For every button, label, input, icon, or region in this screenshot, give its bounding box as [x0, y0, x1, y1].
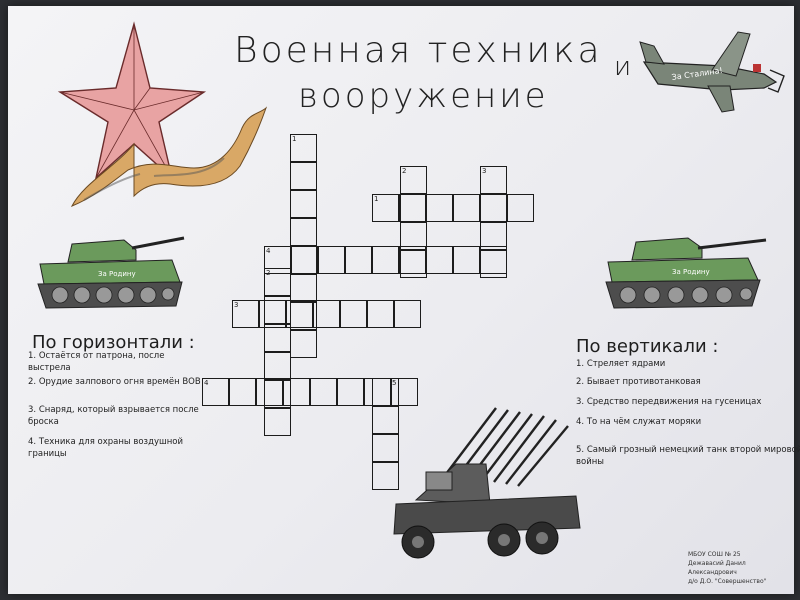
- tank-illustration-right: За Родину: [605, 237, 767, 309]
- crossword-cell[interactable]: [229, 378, 256, 406]
- crossword-cell[interactable]: [399, 246, 426, 274]
- crossword-cell[interactable]: [264, 380, 291, 408]
- clue-number: 2: [402, 167, 407, 175]
- crossword-cell[interactable]: [480, 194, 507, 222]
- crossword-cell[interactable]: [310, 378, 337, 406]
- clue-number: 2: [266, 269, 271, 277]
- st-george-ribbon: [70, 106, 268, 207]
- red-star-ribbon-illustration: [57, 21, 268, 207]
- across-heading: По горизонтали :: [32, 332, 195, 353]
- crossword-cell[interactable]: [264, 324, 291, 352]
- poster-sheet: Военная техника и вооружение За Сталина!…: [8, 6, 800, 594]
- down-clue-1: 1. Стреляет ядрами: [576, 359, 666, 369]
- crossword-cell[interactable]: [426, 194, 453, 222]
- crossword-cell[interactable]: [367, 300, 394, 328]
- down-clue-5: 5. Самый грозный немецкий танк второй ми…: [576, 445, 800, 467]
- crossword-cell[interactable]: [232, 300, 259, 328]
- crossword-cell[interactable]: [372, 246, 399, 274]
- clue-number: 4: [204, 379, 209, 387]
- down-clue-2: 2. Бывает противотанковая: [576, 377, 701, 387]
- crossword-cell[interactable]: [290, 162, 317, 190]
- author-signature: МБОУ СОШ № 25 Дежавасий Данил Александро…: [688, 550, 778, 586]
- club-name: д/о Д.О. "Совершенство": [688, 578, 767, 585]
- crossword-cell[interactable]: [372, 434, 399, 462]
- crossword-cell[interactable]: [400, 194, 427, 222]
- katyusha-rocket-launcher-illustration: [393, 407, 581, 559]
- school-name: МБОУ СОШ № 25: [688, 551, 741, 558]
- crossword-cell[interactable]: [337, 378, 364, 406]
- clue-number: 3: [482, 167, 487, 175]
- crossword-cell[interactable]: [426, 246, 453, 274]
- crossword-cell[interactable]: [453, 246, 480, 274]
- crossword-cell[interactable]: [290, 190, 317, 218]
- down-clue-3: 3. Средство передвижения на гусеницах: [576, 397, 762, 407]
- crossword-cell[interactable]: [372, 406, 399, 434]
- fighter-plane-illustration: За Сталина!: [639, 31, 785, 113]
- clue-number: 3: [234, 301, 239, 309]
- crossword-cell[interactable]: [400, 222, 427, 250]
- crossword-cell[interactable]: [480, 246, 507, 274]
- crossword-cell[interactable]: [372, 194, 399, 222]
- crossword-cell[interactable]: [480, 222, 507, 250]
- title-line-1: Военная техника: [234, 30, 603, 71]
- crossword-cell[interactable]: [372, 462, 399, 490]
- crossword-cell[interactable]: [283, 378, 310, 406]
- crossword-cell[interactable]: [507, 194, 534, 222]
- crossword-cell[interactable]: [318, 246, 345, 274]
- crossword-cell[interactable]: [391, 378, 418, 406]
- author-name: Дежавасий Данил Александрович: [688, 560, 746, 576]
- crossword-cell[interactable]: [394, 300, 421, 328]
- crossword-cell[interactable]: [264, 352, 291, 380]
- across-clue-3: 3. Снаряд, который взрывается после брос…: [28, 405, 199, 427]
- crossword-cell[interactable]: [264, 296, 291, 324]
- crossword-cell[interactable]: [264, 408, 291, 436]
- across-clue-1: 1. Остаётся от патрона, после выстрела: [28, 351, 165, 373]
- crossword-cell[interactable]: [264, 246, 291, 274]
- title-conjunction: и: [614, 52, 635, 82]
- tank-slogan-left: За Родину: [98, 270, 136, 278]
- clue-number: 1: [374, 195, 379, 203]
- crossword-cell[interactable]: [202, 378, 229, 406]
- across-clue-4: 4. Техника для охраны воздушной границы: [28, 437, 184, 459]
- down-clue-4: 4. То на чём служат моряки: [576, 417, 702, 427]
- clue-number: 1: [292, 135, 297, 143]
- crossword-cell[interactable]: [400, 166, 427, 194]
- crossword-cell[interactable]: [290, 330, 317, 358]
- crossword-cell[interactable]: [480, 166, 507, 194]
- crossword-cell[interactable]: [259, 300, 286, 328]
- crossword-cell[interactable]: [291, 246, 318, 274]
- clue-number: 5: [392, 379, 397, 387]
- crossword-cell[interactable]: [290, 218, 317, 246]
- crossword-cell[interactable]: [290, 134, 317, 162]
- tank-illustration-left: За Родину: [37, 236, 185, 309]
- across-clue-2: 2. Орудие залпового огня времён ВОВ: [28, 377, 201, 387]
- title-line-2: вооружение: [298, 76, 549, 116]
- tank-slogan-right: За Родину: [672, 268, 710, 276]
- crossword-cell[interactable]: [372, 378, 399, 406]
- crossword-cell[interactable]: [286, 300, 313, 328]
- clue-number: 4: [266, 247, 271, 255]
- crossword-cell[interactable]: [290, 274, 317, 302]
- crossword-cell[interactable]: [453, 194, 480, 222]
- down-heading: По вертикали :: [576, 336, 719, 357]
- crossword-cell[interactable]: [264, 268, 291, 296]
- crossword-cell[interactable]: [340, 300, 367, 328]
- crossword-cell[interactable]: [345, 246, 372, 274]
- crossword-cell[interactable]: [256, 378, 283, 406]
- crossword-cell[interactable]: [313, 300, 340, 328]
